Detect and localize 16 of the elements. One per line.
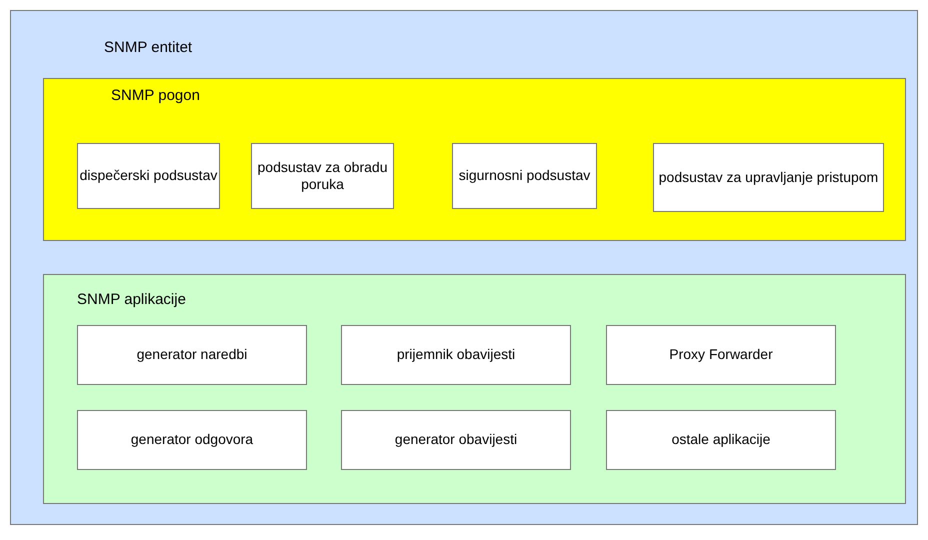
component-box: podsustav za obradu poruka — [251, 143, 394, 209]
engine-panel — [43, 78, 906, 241]
component-box: dispečerski podsustav — [77, 143, 220, 209]
panel-heading: SNMP entitet — [104, 39, 192, 56]
component-box: generator obavijesti — [341, 410, 571, 470]
entity-panel — [10, 10, 918, 525]
component-box: sigurnosni podsustav — [452, 143, 597, 209]
component-box: generator naredbi — [77, 325, 307, 385]
component-box: prijemnik obavijesti — [341, 325, 571, 385]
component-box: ostale aplikacije — [606, 410, 836, 470]
component-box: Proxy Forwarder — [606, 325, 836, 385]
component-box: generator odgovora — [77, 410, 307, 470]
applications-panel — [43, 274, 906, 504]
panel-heading: SNMP aplikacije — [77, 291, 186, 308]
component-box: podsustav za upravljanje pristupom — [653, 143, 884, 212]
panel-heading: SNMP pogon — [111, 87, 200, 104]
